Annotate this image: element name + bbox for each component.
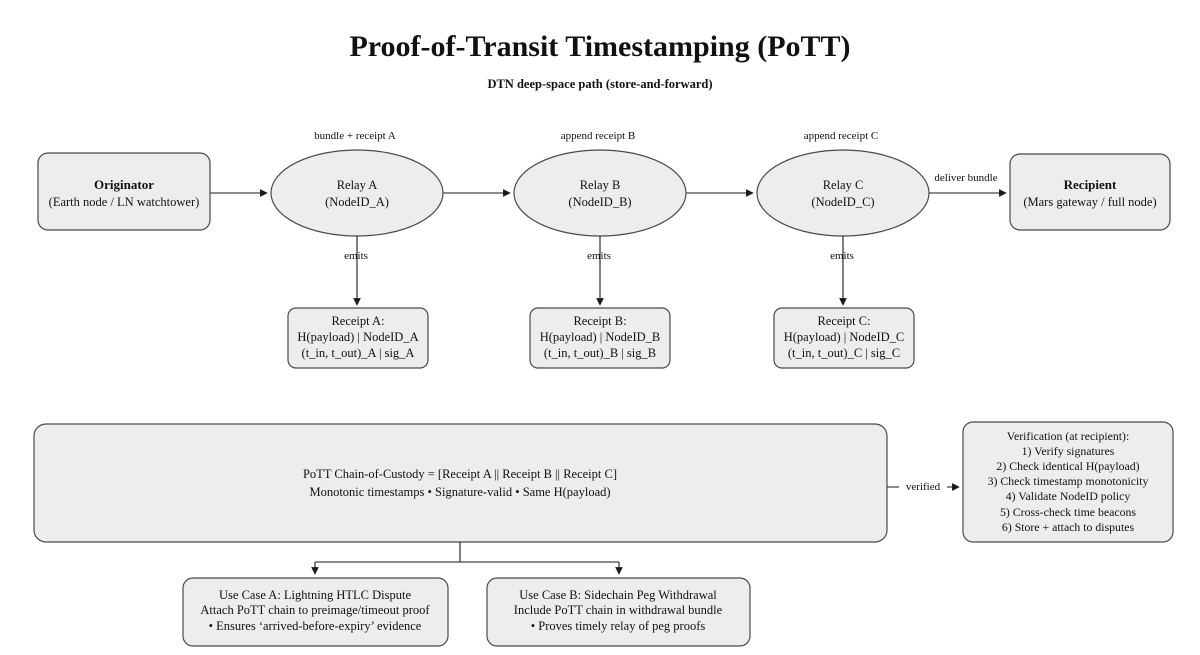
receipt-a-line-1: Receipt A: xyxy=(331,314,384,328)
relay-b-ellipse xyxy=(513,149,687,237)
custody-box xyxy=(33,423,888,543)
use-case-a-line-1: Use Case A: Lightning HTLC Dispute xyxy=(219,588,411,602)
relay-b-subtitle: (NodeID_B) xyxy=(568,195,631,209)
edge-label-emits-b: emits xyxy=(587,250,611,262)
edge-label-emits-a: emits xyxy=(344,250,368,262)
receipt-c-line-2: H(payload) | NodeID_C xyxy=(784,330,905,344)
use-case-a-line-2: Attach PoTT chain to preimage/timeout pr… xyxy=(200,603,430,617)
receipt-a-box xyxy=(287,307,429,369)
relay-c-title: Relay C xyxy=(823,178,864,192)
originator-box xyxy=(37,152,211,231)
verification-line-7: 6) Store + attach to disputes xyxy=(1002,520,1135,534)
receipt-b-line-1: Receipt B: xyxy=(573,314,626,328)
recipient-box xyxy=(1009,153,1171,231)
relay-c-ellipse xyxy=(756,149,930,237)
recipient-subtitle: (Mars gateway / full node) xyxy=(1023,195,1156,209)
verification-line-3: 2) Check identical H(payload) xyxy=(996,459,1139,473)
use-case-b-line-1: Use Case B: Sidechain Peg Withdrawal xyxy=(519,588,717,602)
edge-label-emits-c: emits xyxy=(830,250,854,262)
verification-line-6: 5) Cross-check time beacons xyxy=(1000,505,1136,519)
receipt-a-node: Receipt A: H(payload) | NodeID_A (t_in, … xyxy=(287,307,429,369)
verification-line-1: Verification (at recipient): xyxy=(1007,429,1130,443)
custody-node: PoTT Chain-of-Custody = [Receipt A || Re… xyxy=(33,423,888,543)
originator-title: Originator xyxy=(94,177,154,192)
receipt-c-node: Receipt C: H(payload) | NodeID_C (t_in, … xyxy=(773,307,915,369)
use-case-b-line-3: • Proves timely relay of peg proofs xyxy=(531,619,706,633)
receipt-b-box xyxy=(529,307,671,369)
relay-a-title: Relay A xyxy=(337,178,378,192)
relay-c-node: Relay C (NodeID_C) xyxy=(756,149,930,237)
edge-label-verified: verified xyxy=(906,481,941,493)
verification-line-2: 1) Verify signatures xyxy=(1022,444,1115,458)
receipt-b-node: Receipt B: H(payload) | NodeID_B (t_in, … xyxy=(529,307,671,369)
edge-label-bundle-receipt-a: bundle + receipt A xyxy=(314,130,396,142)
custody-line-2: Monotonic timestamps • Signature-valid •… xyxy=(309,485,610,499)
verification-node: Verification (at recipient): 1) Verify s… xyxy=(962,421,1174,543)
receipt-c-box xyxy=(773,307,915,369)
receipt-b-line-3: (t_in, t_out)_B | sig_B xyxy=(544,346,656,360)
custody-line-1: PoTT Chain-of-Custody = [Receipt A || Re… xyxy=(303,467,617,481)
page-title: Proof-of-Transit Timestamping (PoTT) xyxy=(349,30,850,63)
relay-a-node: Relay A (NodeID_A) xyxy=(270,149,444,237)
relay-c-subtitle: (NodeID_C) xyxy=(811,195,874,209)
receipt-a-line-2: H(payload) | NodeID_A xyxy=(297,330,418,344)
receipt-b-line-2: H(payload) | NodeID_B xyxy=(540,330,661,344)
relay-b-title: Relay B xyxy=(580,178,621,192)
page-subtitle: DTN deep-space path (store-and-forward) xyxy=(487,77,712,91)
receipt-a-line-3: (t_in, t_out)_A | sig_A xyxy=(302,346,415,360)
originator-node: Originator (Earth node / LN watchtower) xyxy=(37,152,211,231)
use-case-a-line-3: • Ensures ‘arrived-before-expiry’ eviden… xyxy=(209,619,422,633)
verification-line-4: 3) Check timestamp monotonicity xyxy=(988,474,1149,488)
edge-label-append-receipt-c: append receipt C xyxy=(804,130,879,142)
use-case-b-line-2: Include PoTT chain in withdrawal bundle xyxy=(514,603,723,617)
use-case-b-box xyxy=(486,577,751,647)
edge-label-deliver-bundle: deliver bundle xyxy=(934,172,997,184)
originator-subtitle: (Earth node / LN watchtower) xyxy=(49,195,200,209)
relay-a-subtitle: (NodeID_A) xyxy=(325,195,389,209)
verification-box xyxy=(962,421,1174,543)
recipient-title: Recipient xyxy=(1064,177,1117,192)
receipt-c-line-1: Receipt C: xyxy=(817,314,870,328)
relay-b-node: Relay B (NodeID_B) xyxy=(513,149,687,237)
relay-a-ellipse xyxy=(270,149,444,237)
use-case-b-node: Use Case B: Sidechain Peg Withdrawal Inc… xyxy=(486,577,751,647)
verification-line-5: 4) Validate NodeID policy xyxy=(1006,489,1131,503)
use-case-a-box xyxy=(182,577,449,647)
recipient-node: Recipient (Mars gateway / full node) xyxy=(1009,153,1171,231)
edge-label-append-receipt-b: append receipt B xyxy=(561,130,636,142)
receipt-c-line-3: (t_in, t_out)_C | sig_C xyxy=(788,346,900,360)
verified-label-bg xyxy=(899,479,947,491)
use-case-a-node: Use Case A: Lightning HTLC Dispute Attac… xyxy=(182,577,449,647)
